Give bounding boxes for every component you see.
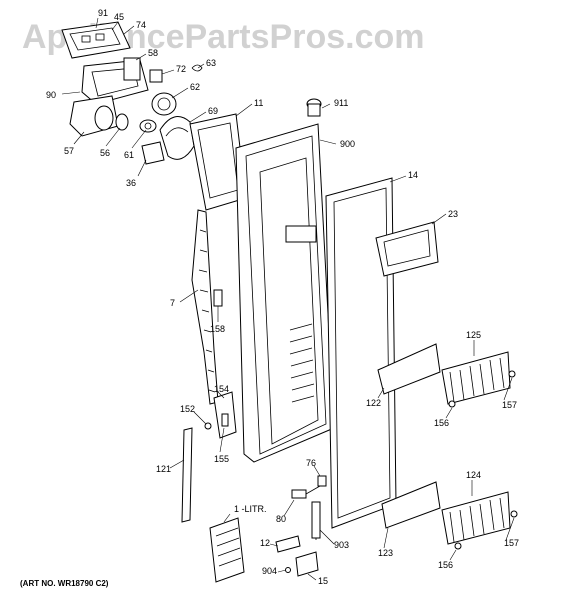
door-bin-123 <box>381 481 441 529</box>
callout-121: 121 <box>156 464 171 474</box>
auger-motor <box>69 95 119 137</box>
bracket-12 <box>275 535 301 553</box>
door-bin-23 <box>375 221 439 277</box>
callout-23: 23 <box>448 209 458 219</box>
dispenser-control-board <box>61 21 131 59</box>
screw-156-a <box>448 400 456 408</box>
callout-15: 15 <box>318 576 328 586</box>
callout-1-litr: 1 -LITR. <box>234 504 267 514</box>
hinge-15 <box>295 551 319 577</box>
callout-11: 11 <box>254 98 263 108</box>
art-number: (ART NO. WR18790 C2) <box>20 579 109 588</box>
callout-57: 57 <box>64 146 74 156</box>
callout-152: 152 <box>180 404 195 414</box>
callout-76: 76 <box>306 458 316 468</box>
callout-125: 125 <box>466 330 481 340</box>
callout-63: 63 <box>206 58 216 68</box>
door-bin-122 <box>377 343 441 395</box>
fitting-76 <box>317 475 327 487</box>
callout-900: 900 <box>340 139 355 149</box>
screw-904 <box>285 567 291 573</box>
literature-packet <box>209 517 245 583</box>
callout-158: 158 <box>210 324 225 334</box>
callout-61: 61 <box>124 150 134 160</box>
callout-904: 904 <box>262 566 277 576</box>
wire-basket-125 <box>441 351 511 405</box>
callout-155: 155 <box>214 454 229 464</box>
callout-69: 69 <box>208 106 218 116</box>
callout-157-a: 157 <box>502 400 517 410</box>
callout-7: 7 <box>170 298 175 308</box>
callout-14: 14 <box>408 170 418 180</box>
callout-154: 154 <box>214 384 229 394</box>
leader-lines <box>61 17 515 581</box>
screw-157-a <box>508 370 516 378</box>
tube-903 <box>311 501 321 540</box>
callout-56: 56 <box>100 148 110 158</box>
callout-157-b: 157 <box>504 538 519 548</box>
callout-74: 74 <box>136 20 146 30</box>
handle-121 <box>181 427 193 523</box>
callout-62: 62 <box>190 82 200 92</box>
dispenser-housing <box>81 57 149 105</box>
callout-911: 911 <box>334 98 348 108</box>
door-gasket <box>325 177 397 529</box>
callout-72: 72 <box>176 64 186 74</box>
heater-strip <box>191 209 219 405</box>
callout-45: 45 <box>114 12 124 22</box>
stop-158 <box>213 289 223 307</box>
wire-basket-124 <box>441 491 511 545</box>
callout-labels: 91 45 74 58 72 63 90 62 69 57 56 61 36 1… <box>46 8 519 586</box>
ice-chute-flapper <box>159 116 195 160</box>
callout-91: 91 <box>98 8 108 18</box>
callout-903: 903 <box>334 540 349 550</box>
motor-coupling <box>115 113 157 133</box>
water-valve-80 <box>291 485 321 499</box>
spring-clip <box>191 64 203 72</box>
door-stop-155 <box>221 413 229 427</box>
callout-58: 58 <box>148 48 158 58</box>
cap-911 <box>306 98 322 117</box>
callout-36: 36 <box>126 178 136 188</box>
solenoid <box>151 92 177 116</box>
callout-80: 80 <box>276 514 286 524</box>
freezer-door <box>235 123 335 463</box>
callout-122: 122 <box>366 398 381 408</box>
mounting-bracket-36 <box>141 141 165 165</box>
callout-156-a: 156 <box>434 418 449 428</box>
callout-156-b: 156 <box>438 560 453 570</box>
callout-90: 90 <box>46 90 56 100</box>
callout-123: 123 <box>378 548 393 558</box>
callout-12: 12 <box>260 538 270 548</box>
hinge-bushing-152 <box>204 422 212 430</box>
screw-157-b <box>510 510 518 518</box>
screw-156-b <box>454 542 462 550</box>
bracket-72 <box>149 69 163 83</box>
callout-124: 124 <box>466 470 481 480</box>
